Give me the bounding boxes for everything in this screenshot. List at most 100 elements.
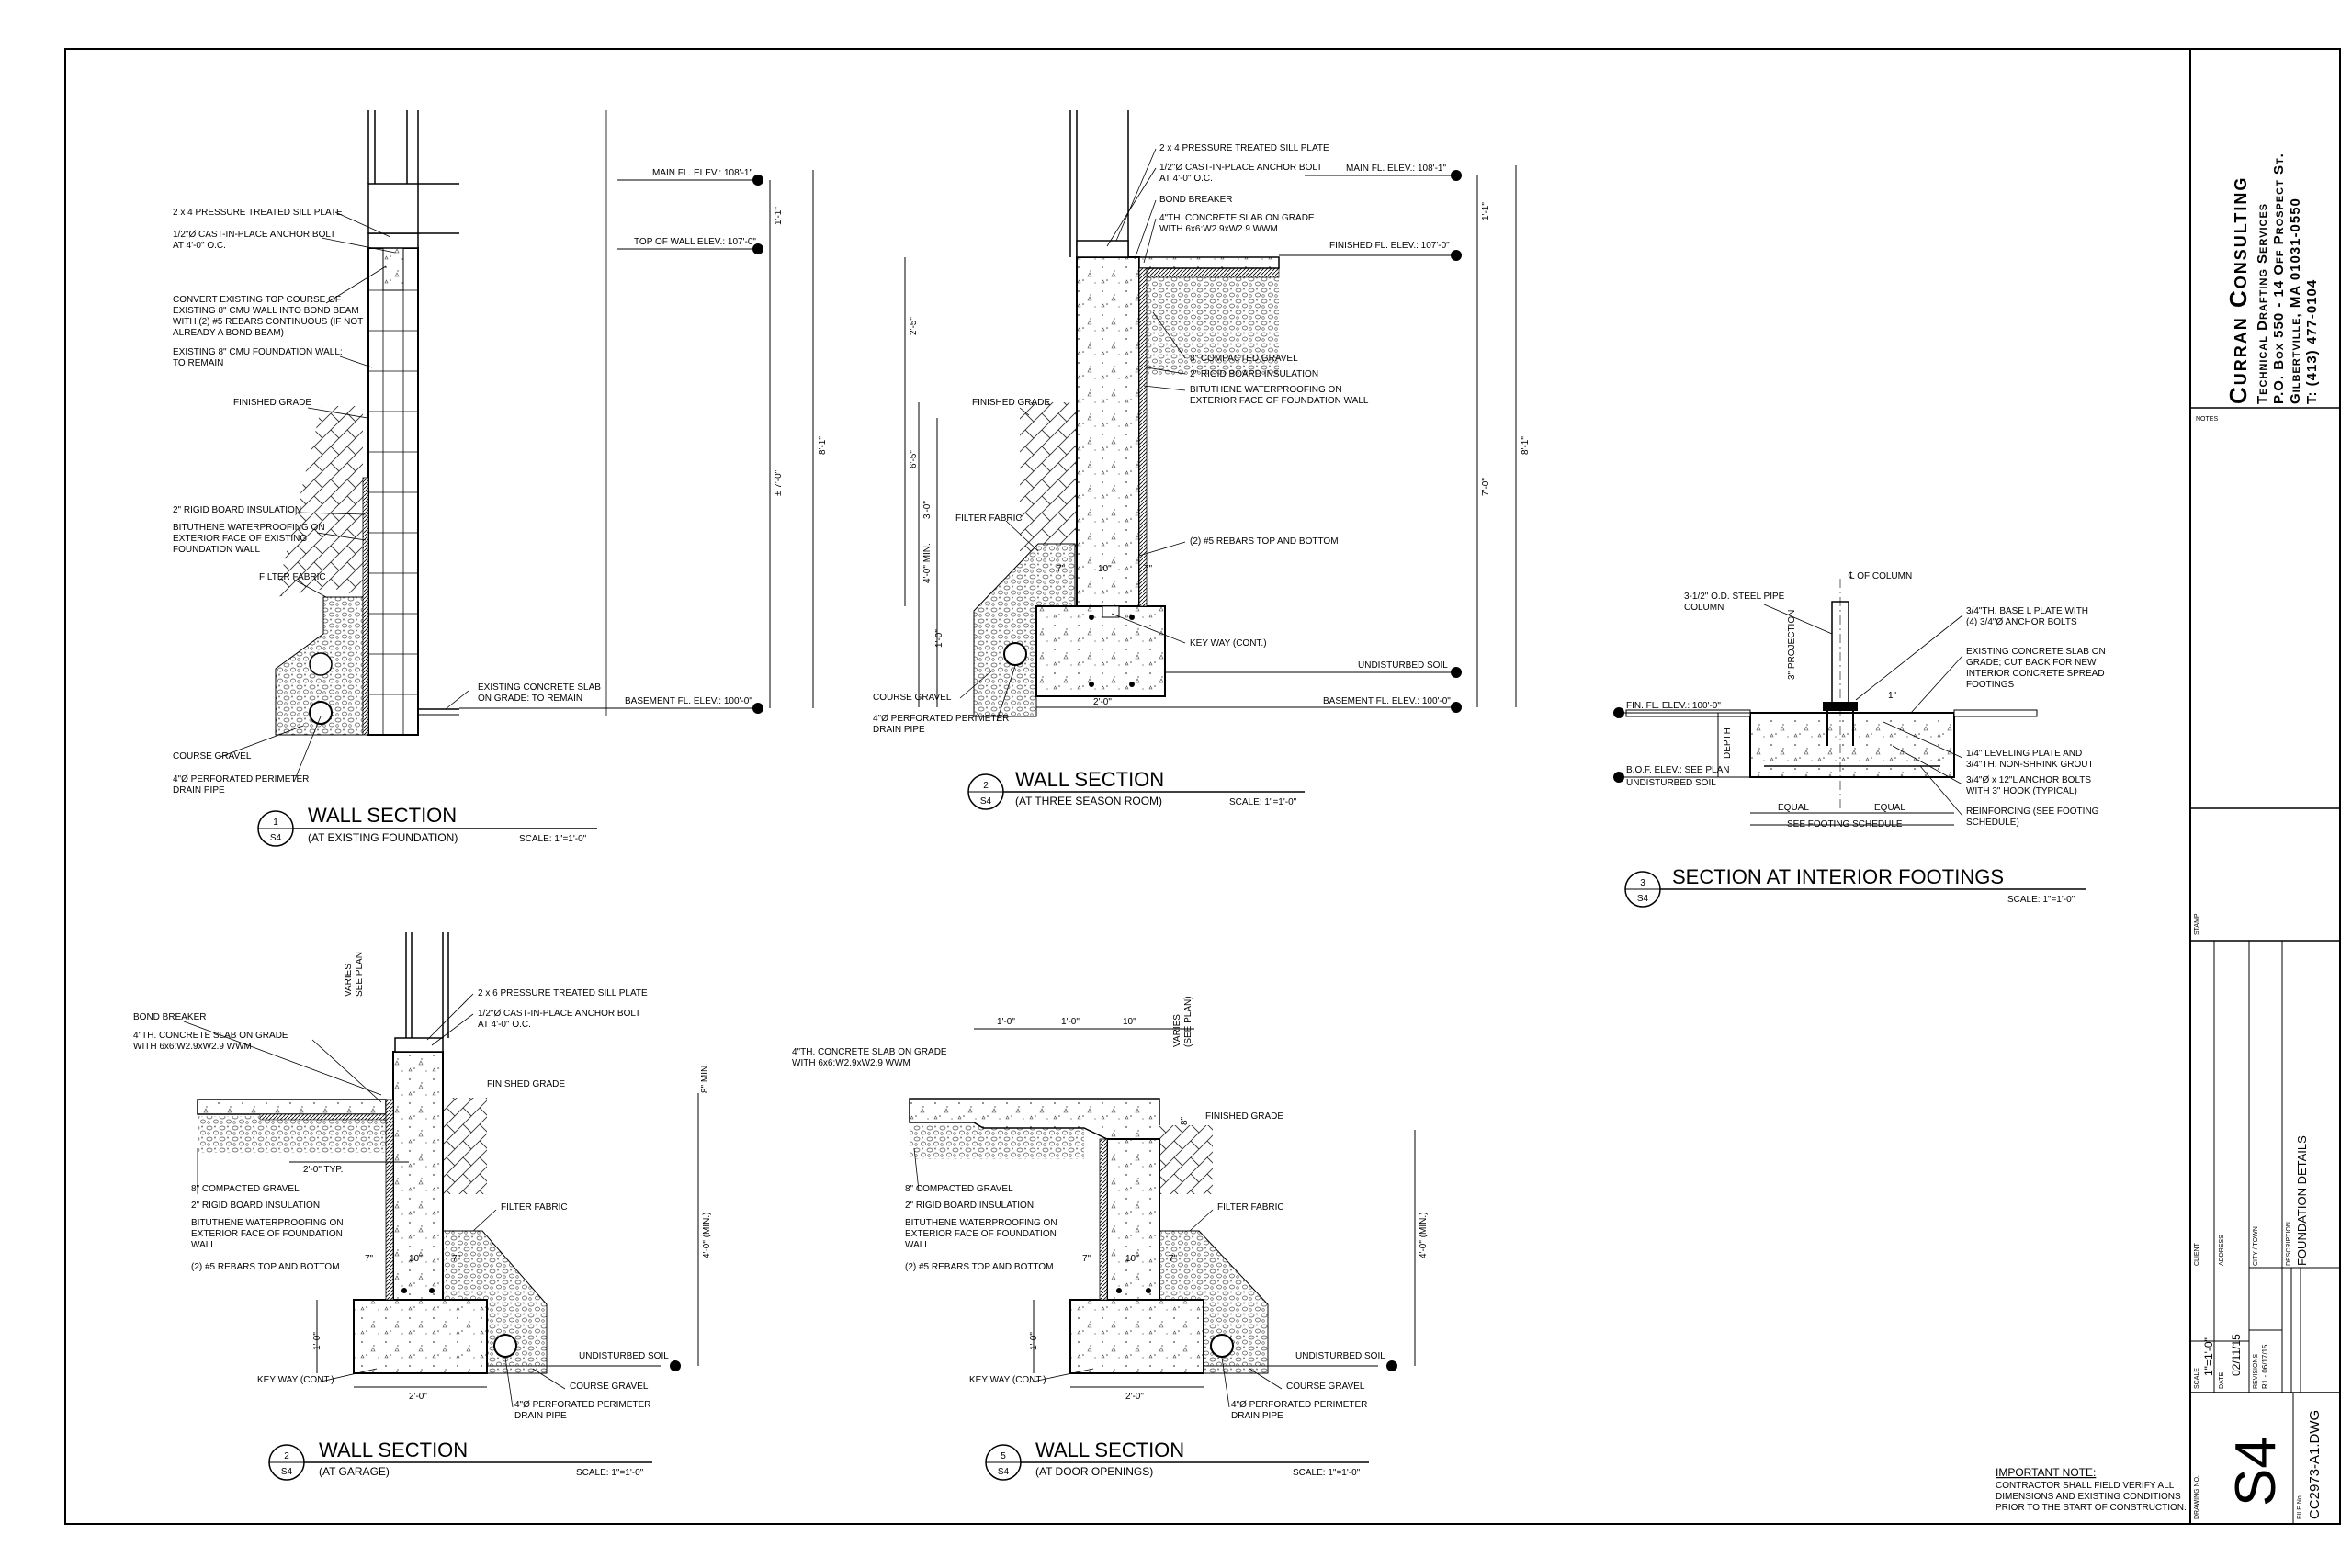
important-note-line: PRIOR TO THE START OF CONSTRUCTION. [1996, 1503, 2187, 1513]
label: EXISTING 8" CMU FOUNDATION WALL: [173, 347, 343, 357]
dim-label: 7" [365, 1254, 374, 1264]
slab [1138, 256, 1280, 269]
label: DRAIN PIPE [873, 725, 925, 735]
important-note-line: CONTRACTOR SHALL FIELD VERIFY ALL [1996, 1481, 2175, 1491]
dim-label: 1'-1" [774, 207, 784, 225]
firm-line-1: Technical Drafting Services [2255, 203, 2270, 404]
dim-label: 10" [409, 1254, 423, 1264]
section-sheet: S4 [1637, 894, 1649, 904]
sheet-border [64, 48, 2341, 1525]
label: COURSE GRAVEL [173, 751, 252, 761]
label: 2" RIGID BOARD INSULATION [173, 505, 301, 515]
dim-label: 7" [1169, 1254, 1178, 1264]
title-block: Curran Consulting Technical Drafting Ser… [2189, 49, 2340, 1524]
label: EXTERIOR FACE OF EXISTING [173, 534, 307, 544]
foundation-wall [1076, 256, 1140, 607]
section-subtitle: (AT DOOR OPENINGS) [1035, 1465, 1153, 1478]
label: KEY WAY (CONT.) [969, 1375, 1046, 1385]
section-title: WALL SECTION [1015, 768, 1164, 791]
dim-label: (SEE PLAN) [1183, 996, 1193, 1047]
label: WITH 3" HOOK (TYPICAL) [1966, 786, 2077, 796]
description-value: FOUNDATION DETAILS [2295, 1135, 2309, 1266]
foundation-wall [1106, 1138, 1160, 1301]
dim-label: 2'-0" [1125, 1392, 1144, 1402]
section-5-title-block: 5 S4 WALL SECTION (AT DOOR OPENINGS) SCA… [985, 1438, 1369, 1481]
drain-pipe [309, 701, 333, 725]
notes-label: NOTES [2196, 416, 2218, 423]
dim-label: 1'-0" [934, 629, 944, 648]
footing [1069, 1299, 1204, 1374]
section-title: WALL SECTION [1035, 1438, 1184, 1461]
section-number: 5 [1001, 1451, 1006, 1461]
file-no-value: CC2973-A1.DWG [2307, 1410, 2323, 1519]
label: WITH 6x6:W2.9xW2.9 WWM [133, 1042, 252, 1052]
important-note-line: DIMENSIONS AND EXISTING CONDITIONS [1996, 1492, 2181, 1502]
dim-label: 7" [1144, 564, 1153, 574]
slab [1953, 709, 2038, 717]
elevation-label: MAIN FL. ELEV.: 108'-1" [1346, 164, 1446, 174]
insulation [1138, 267, 1148, 607]
dim-label: 1'-0" [1061, 1017, 1080, 1027]
label: UNDISTURBED SOIL [1295, 1351, 1385, 1361]
dim-label: 7" [452, 1254, 461, 1264]
label: FINISHED GRADE [233, 398, 311, 408]
dim-label: 8'-1" [1521, 436, 1531, 455]
label: COURSE GRAVEL [570, 1382, 649, 1392]
label: B.O.F. ELEV.: SEE PLAN [1626, 765, 1729, 775]
label: 8" COMPACTED GRAVEL [1190, 354, 1298, 364]
section-scale: SCALE: 1"=1'-0" [519, 834, 587, 844]
label: 4"Ø PERFORATED PERIMETER [1231, 1400, 1367, 1410]
label: BITUTHENE WATERPROOFING ON [905, 1218, 1057, 1228]
dim-label: 8" [1180, 1116, 1190, 1125]
section-2-wall-three-season-room: 2 x 4 PRESSURE TREATED SILL PLATE 1/2"Ø … [873, 110, 1531, 810]
label: 1/4" LEVELING PLATE AND [1966, 749, 2082, 759]
label: WITH 6x6:W2.9xW2.9 WWM [792, 1058, 910, 1068]
label: WALL [191, 1240, 216, 1250]
label: COLUMN [1684, 603, 1724, 613]
label: DEPTH [1723, 728, 1733, 759]
dim-label: 7'-0" [1481, 478, 1491, 496]
label: 4"TH. CONCRETE SLAB ON GRADE [133, 1031, 288, 1041]
label: FINISHED GRADE [487, 1079, 565, 1089]
elevation-label: MAIN FL. ELEV.: 108'-1" [652, 168, 752, 178]
dim-label: 10" [1098, 564, 1112, 574]
section-subtitle: (AT EXISTING FOUNDATION) [308, 831, 458, 844]
dim-label: SEE PLAN [355, 952, 365, 997]
label: 1/2"Ø CAST-IN-PLACE ANCHOR BOLT [1159, 163, 1322, 173]
label: FILTER FABRIC [1217, 1202, 1284, 1213]
section-number: 2 [983, 781, 989, 791]
firm-line-2: P.O. Box 550 - 14 Off Prospect St. [2271, 152, 2287, 404]
drawing-no-label: DRAWING NO. [2194, 1475, 2200, 1519]
label: EQUAL [1778, 803, 1809, 813]
label: FINISHED GRADE [1205, 1111, 1283, 1122]
dim-label: 1'-0" [997, 1017, 1015, 1027]
soil-hatch [1159, 1125, 1213, 1194]
insulation [385, 1099, 394, 1301]
label: BITUTHENE WATERPROOFING ON [191, 1218, 344, 1228]
label: INTERIOR CONCRETE SPREAD [1966, 669, 2105, 679]
section-2-wall-garage: 2 x 6 PRESSURE TREATED SILL PLATE 1/2"Ø … [133, 932, 712, 1481]
label: FIN. FL. ELEV.: 100'-0" [1626, 701, 1721, 711]
dim-label: 6'-5" [909, 450, 919, 468]
label: AT 4'-0" O.C. [1159, 174, 1213, 184]
dim-label: VARIES [1172, 1014, 1182, 1047]
scale-label: SCALE [2194, 1368, 2200, 1389]
label: EXTERIOR FACE OF FOUNDATION [905, 1229, 1057, 1239]
label: BITUTHENE WATERPROOFING ON [173, 523, 325, 533]
label: 4"TH. CONCRETE SLAB ON GRADE [792, 1047, 947, 1057]
date-value: 02/11/15 [2230, 1334, 2243, 1376]
slab [909, 1098, 1160, 1140]
label: AT 4'-0" O.C. [173, 241, 226, 251]
section-title: SECTION AT INTERIOR FOOTINGS [1672, 865, 2004, 888]
label: (2) #5 REBARS TOP AND BOTTOM [191, 1262, 340, 1272]
cmu-wall [368, 247, 419, 736]
label: 4"TH. CONCRETE SLAB ON GRADE [1159, 213, 1315, 223]
label: DRAIN PIPE [1231, 1411, 1283, 1421]
important-note: IMPORTANT NOTE: CONTRACTOR SHALL FIELD V… [1996, 1466, 2187, 1513]
drain-pipe [493, 1334, 517, 1358]
dim-label: 2'-5" [909, 317, 919, 335]
label: CONVERT EXISTING TOP COURSE OF [173, 295, 341, 305]
label: FILTER FABRIC [956, 513, 1023, 524]
dim-label: 8" MIN. [700, 1063, 710, 1093]
label: 1/2"Ø CAST-IN-PLACE ANCHOR BOLT [173, 230, 335, 240]
